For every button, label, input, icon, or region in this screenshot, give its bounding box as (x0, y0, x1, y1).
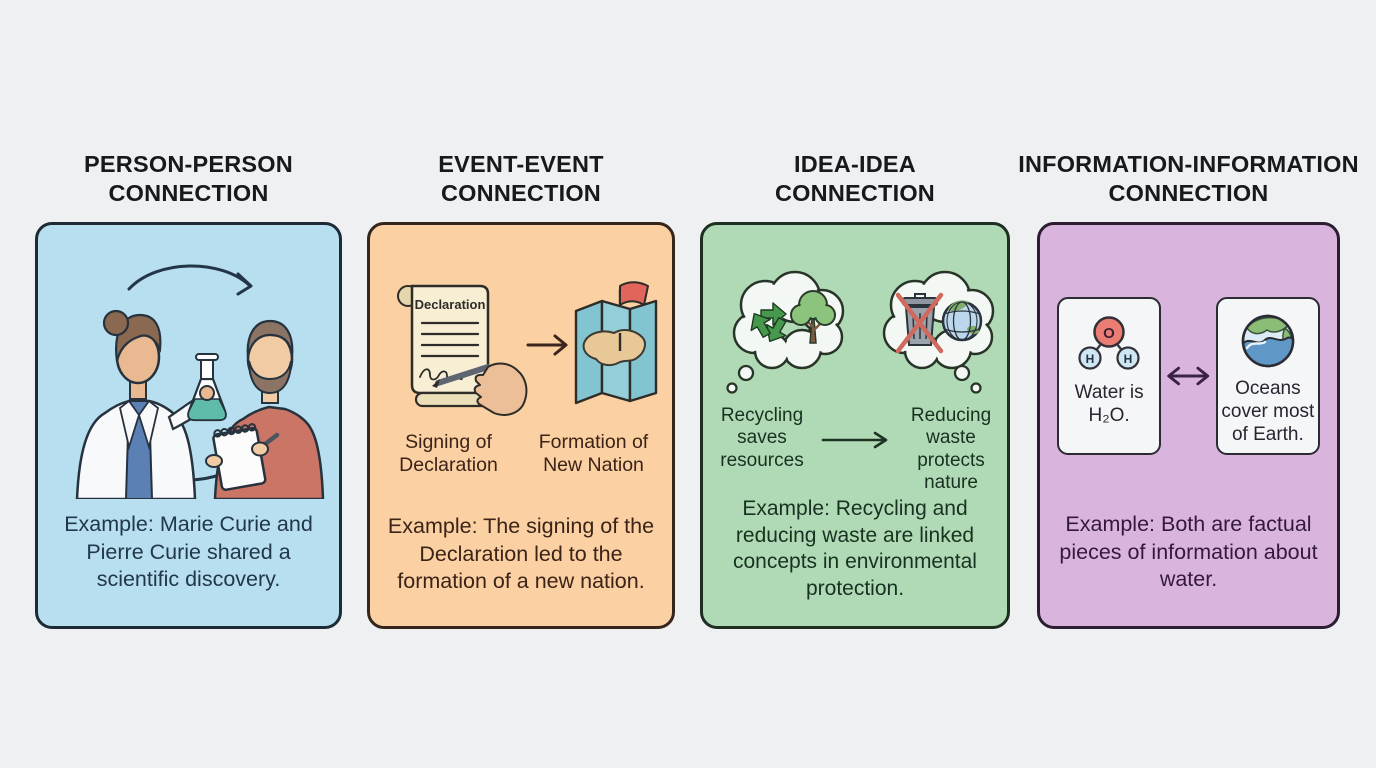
caption-signing: Signing of Declaration (399, 431, 498, 476)
person-person-card: Example: Marie Curie and Pierre Curie sh… (35, 222, 342, 629)
tree-icon (790, 290, 836, 344)
panel-title-line2: CONNECTION (108, 180, 269, 207)
oxygen-label: O (1103, 325, 1115, 342)
nation-map-flag-icon (574, 281, 658, 405)
no-waste-trash-icon (895, 292, 944, 354)
fact-water-text: Water is H₂O. (1074, 382, 1144, 426)
panel-title: EVENT-EVENT CONNECTION (259, 150, 783, 212)
fact-card-oceans: Oceans cover most of Earth. (1215, 297, 1320, 455)
globe-icon (941, 300, 983, 342)
example-text: Example: Marie Curie and Pierre Curie sh… (64, 512, 313, 592)
panel-event-event: EVENT-EVENT CONNECTION Declaration (367, 150, 675, 629)
caption-reducing: Reducing waste protects nature (910, 405, 992, 494)
thought-bubble-icon (726, 270, 845, 394)
panel-title-line2: CONNECTION (441, 180, 601, 207)
panel-person-person: PERSON-PERSON CONNECTION (35, 150, 342, 629)
declaration-scroll-icon: Declaration (397, 284, 496, 408)
panel-idea-idea: IDEA-IDEA CONNECTION (700, 150, 1010, 629)
water-molecule-icon: O H H (1078, 316, 1140, 370)
scroll-label: Declaration (415, 297, 486, 312)
event-event-card: Declaration (367, 222, 675, 629)
earth-ocean-icon (1241, 314, 1295, 368)
fact-oceans-text: Oceans cover most of Earth. (1221, 378, 1315, 445)
double-arrow-icon (1167, 366, 1210, 386)
panel-title-line1: INFORMATION-INFORMATION (1018, 151, 1359, 177)
panel-title: IDEA-IDEA CONNECTION (592, 150, 1119, 212)
event-event-illustration: Declaration (397, 281, 658, 416)
panel-title-line1: PERSON-PERSON (84, 151, 293, 177)
person-person-illustration (75, 264, 324, 499)
event-captions: Signing of Declaration Formation of New … (370, 431, 672, 477)
fact-card-water: O H H Water is H₂O. (1057, 297, 1162, 455)
flask-icon (186, 353, 227, 422)
idea-captions: Recycling saves resources Reducing waste… (695, 405, 1015, 495)
idea-idea-illustration (726, 270, 995, 394)
recycle-icon (750, 302, 787, 343)
panel-title-line2: CONNECTION (1108, 180, 1269, 207)
panel-title: PERSON-PERSON CONNECTION (0, 150, 449, 212)
example-text: Example: Recycling and reducing waste ar… (733, 497, 977, 600)
arrow-right-icon (821, 431, 888, 449)
man-notetaker-icon (204, 319, 324, 499)
hydrogen-label: H (1086, 352, 1095, 366)
arrow-right-icon (526, 334, 568, 356)
caption-formation: Formation of New Nation (538, 431, 649, 476)
example-text: Example: Both are factual pieces of info… (1059, 512, 1318, 592)
caption-recycling: Recycling saves resources (720, 405, 804, 471)
panel-title-line1: IDEA-IDEA (794, 151, 916, 177)
panel-title-line1: EVENT-EVENT (438, 151, 604, 177)
hydrogen-label: H (1124, 352, 1133, 366)
facts-row: O H H Water is H₂O. (1040, 297, 1337, 455)
signing-hand-icon (432, 362, 528, 416)
information-information-card: O H H Water is H₂O. (1037, 222, 1340, 629)
example-text: Example: The signing of the Declaration … (387, 514, 655, 594)
panel-title-line2: CONNECTION (775, 180, 935, 207)
panel-information-information: INFORMATION-INFORMATION CONNECTION O H H (1018, 150, 1359, 629)
panel-title: INFORMATION-INFORMATION CONNECTION (931, 150, 1376, 212)
idea-idea-card: Recycling saves resources Reducing waste… (700, 222, 1010, 629)
